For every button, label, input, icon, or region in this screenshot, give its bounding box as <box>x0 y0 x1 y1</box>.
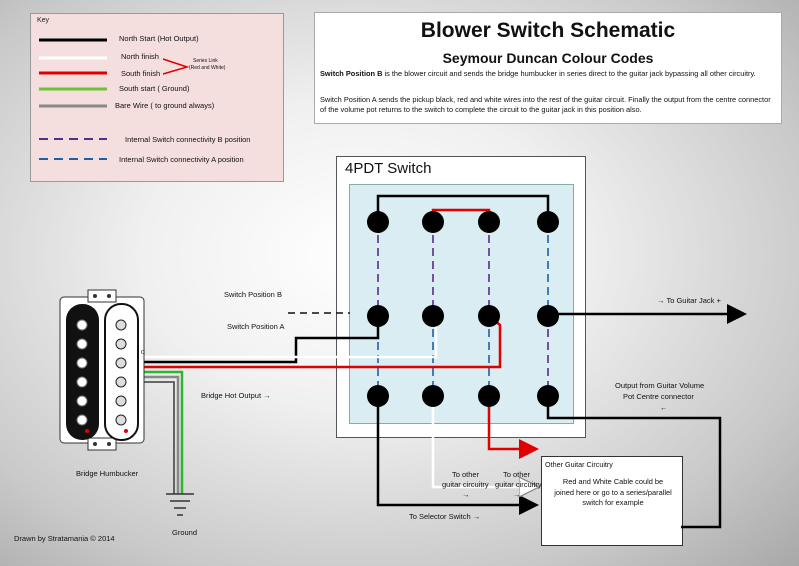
description-b-lead: Switch Position B <box>320 69 383 78</box>
humbucker-icon <box>59 289 145 451</box>
volume-return-wire <box>546 396 722 529</box>
bridge-humbucker-label: Bridge Humbucker <box>76 469 139 478</box>
output-volume-label-1: Output from Guitar Volume <box>615 381 705 390</box>
switch-lugs <box>367 211 559 407</box>
other-circuitry-box: Other Guitar Circuitry Red and White Cab… <box>541 456 683 546</box>
legend-swatches <box>39 38 190 160</box>
description-position-b: Switch Position B is the blower circuit … <box>320 69 775 79</box>
green-wire <box>138 370 184 494</box>
description-position-a: Switch Position A sends the pickup black… <box>320 95 771 114</box>
title-box: Blower Switch Schematic Seymour Duncan C… <box>314 12 782 124</box>
internal-dashes <box>377 222 549 396</box>
to-other-label-2b: guitar circuitry <box>495 480 542 489</box>
to-selector-label: To Selector Switch → <box>409 512 481 521</box>
wire-c-label: C <box>141 350 145 356</box>
page-subtitle: Seymour Duncan Colour Codes <box>442 50 654 66</box>
legend-north-finish: North finish <box>121 52 159 61</box>
legend-internal-a: Internal Switch connectivity A position <box>119 155 244 164</box>
red-wire <box>138 315 502 369</box>
legend-north-start: North Start (Hot Output) <box>119 34 199 43</box>
other-circuitry-note: Red and White Cable could be joined here… <box>554 477 672 507</box>
legend-heading: Key <box>37 17 50 24</box>
legend-south-start: South start ( Ground) <box>119 84 190 93</box>
bridge-hot-output-label: Bridge Hot Output → <box>201 391 271 400</box>
legend-box: Key North Start (Hot Output) North finis… <box>30 13 284 182</box>
legend-series-link-sub: (Red and White) <box>189 65 226 71</box>
legend-series-link: Series Link <box>193 58 218 64</box>
to-other-label-1c: → <box>462 490 470 499</box>
output-volume-label-2: Pot Centre connector <box>623 392 694 401</box>
description-b-text: is the blower circuit and sends the brid… <box>382 69 756 78</box>
bare-wire <box>138 375 180 494</box>
to-selector-wire <box>376 396 539 515</box>
white-wire <box>138 315 438 359</box>
to-other-label-1b: guitar circuitry <box>442 480 489 489</box>
to-guitar-jack-label: → To Guitar Jack + <box>657 296 721 305</box>
switch-title: 4PDT Switch <box>345 160 432 177</box>
legend-bare-wire: Bare Wire ( to ground always) <box>115 101 215 110</box>
output-volume-arrow: ← <box>660 403 668 412</box>
red-to-other-wire <box>487 396 539 459</box>
other-circuitry-title: Other Guitar Circuitry <box>545 460 613 469</box>
ground-label: Ground <box>172 528 198 537</box>
black-hot-wire <box>138 316 380 364</box>
drawn-by-credit: Drawn by Stratamania © 2014 <box>14 534 115 543</box>
to-other-label-1a: To other <box>452 470 480 479</box>
switch-position-a-label: Switch Position A <box>227 322 285 331</box>
ground-symbol <box>166 493 194 516</box>
legend-internal-b: Internal Switch connectivity B position <box>125 135 251 144</box>
switch-position-b-label: Switch Position B <box>224 290 282 299</box>
top-black-link <box>376 194 550 222</box>
legend-south-finish: South finish <box>121 69 161 78</box>
page-title: Blower Switch Schematic <box>420 19 676 42</box>
to-other-label-2c: → <box>513 490 521 499</box>
series-link-bracket <box>162 58 190 75</box>
bare-wire-2 <box>138 381 175 494</box>
white-to-other-wire <box>431 396 534 487</box>
to-other-label-2a: To other <box>503 470 531 479</box>
